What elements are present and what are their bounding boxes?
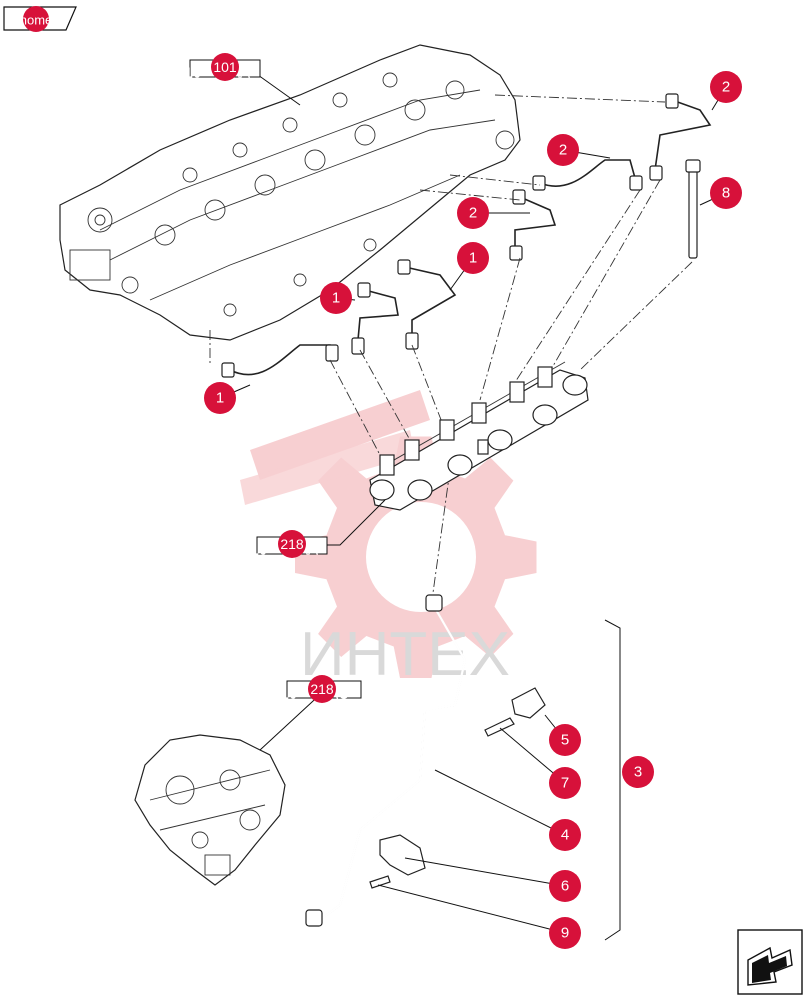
ref-injection-pump[interactable]: 10 AQ 218 <box>281 675 362 703</box>
callout-4-label: 4 <box>561 827 569 844</box>
callout-7-label: 7 <box>561 775 569 792</box>
callout-2-middle-label: 2 <box>559 142 567 159</box>
ref-common-rail-prefix: 10 <box>251 542 268 559</box>
callout-1-upper-label: 1 <box>469 250 477 267</box>
callout-1-upper[interactable]: 1 <box>457 242 489 274</box>
callout-1-lower-label: 1 <box>216 390 224 407</box>
callout-5[interactable]: 5 <box>549 724 581 756</box>
alignment-lines <box>209 94 693 601</box>
ref-common-rail[interactable]: 10 AA 218 <box>251 530 328 559</box>
callout-8-label: 8 <box>722 185 730 202</box>
ref-injection-pump-badge: 218 <box>310 681 334 697</box>
callout-2-upper-label: 2 <box>722 79 730 96</box>
home-button[interactable]: home <box>3 6 77 32</box>
callout-5-label: 5 <box>561 732 569 749</box>
callout-6-label: 6 <box>561 878 569 895</box>
ref-engine-head-badge: 101 <box>213 59 237 75</box>
home-label: home <box>20 13 53 28</box>
ref-engine-head-prefix: 10 <box>185 65 202 82</box>
callout-6[interactable]: 6 <box>549 870 581 902</box>
pump-to-rail-pipe <box>305 594 467 927</box>
callout-2-lower[interactable]: 2 <box>457 197 489 229</box>
callout-7[interactable]: 7 <box>549 767 581 799</box>
high-pressure-pump-drawing <box>134 734 286 886</box>
callout-3[interactable]: 3 <box>622 756 654 788</box>
callout-2-middle[interactable]: 2 <box>547 134 579 166</box>
callout-1-middle-label: 1 <box>332 290 340 307</box>
callout-8[interactable]: 8 <box>710 177 742 209</box>
callout-2-upper[interactable]: 2 <box>710 71 742 103</box>
arrow-next-icon <box>747 946 793 986</box>
ref-common-rail-badge: 218 <box>280 536 304 552</box>
watermark-gear-icon <box>240 390 537 678</box>
callout-9[interactable]: 9 <box>549 917 581 949</box>
clamp-parts <box>369 687 546 889</box>
callout-3-label: 3 <box>634 764 642 781</box>
ref-engine-head[interactable]: 10 AA 101 <box>185 53 261 82</box>
common-rail-drawing <box>369 361 589 511</box>
callout-9-label: 9 <box>561 925 569 942</box>
callout-1-lower[interactable]: 1 <box>204 382 236 414</box>
callout-2-lower-label: 2 <box>469 205 477 222</box>
callout-4[interactable]: 4 <box>549 819 581 851</box>
callout-1-middle[interactable]: 1 <box>320 282 352 314</box>
watermark: ИНТЕХ <box>240 390 537 689</box>
watermark-text: ИНТЕХ <box>300 620 510 689</box>
ref-injection-pump-prefix: 10 <box>281 686 298 703</box>
next-page-button[interactable] <box>737 929 803 995</box>
cylinder-head-drawing <box>59 44 521 341</box>
injection-pipes <box>221 93 712 378</box>
